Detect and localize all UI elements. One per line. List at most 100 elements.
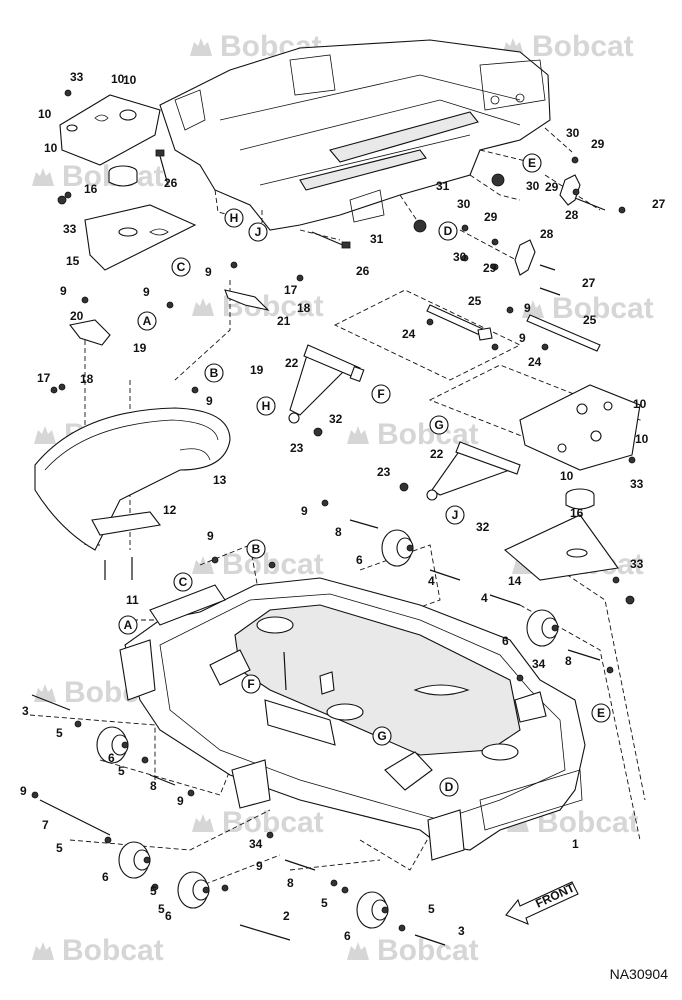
callout-3: 3 bbox=[458, 924, 465, 938]
bobcat-logo-icon bbox=[34, 426, 56, 444]
reference-letter-A: A bbox=[137, 311, 157, 331]
svg-text:D: D bbox=[444, 224, 453, 238]
watermark: Bobcat bbox=[520, 292, 654, 326]
callout-19: 19 bbox=[133, 341, 147, 355]
callout-34: 34 bbox=[532, 657, 546, 671]
svg-text:F: F bbox=[377, 387, 384, 401]
svg-text:B: B bbox=[252, 542, 261, 556]
front-label: FRONT bbox=[533, 880, 577, 910]
svg-text:E: E bbox=[597, 706, 605, 720]
callout-24: 24 bbox=[402, 327, 416, 341]
reference-letter-F: F bbox=[371, 384, 391, 404]
callout-24: 24 bbox=[528, 355, 542, 369]
wheel bbox=[177, 871, 210, 909]
callout-16: 16 bbox=[570, 506, 584, 520]
callout-9: 9 bbox=[207, 529, 214, 543]
callout-5: 5 bbox=[118, 764, 125, 778]
callout-23: 23 bbox=[377, 465, 391, 479]
svg-text:E: E bbox=[528, 156, 536, 170]
callout-30: 30 bbox=[453, 250, 467, 264]
callout-23: 23 bbox=[290, 441, 304, 455]
callout-29: 29 bbox=[591, 137, 605, 151]
svg-text:F: F bbox=[247, 677, 254, 691]
callout-10: 10 bbox=[123, 73, 137, 87]
callout-4: 4 bbox=[481, 591, 488, 605]
hardware-dots bbox=[31, 89, 636, 932]
rear-pivot-arm bbox=[426, 441, 521, 501]
bobcat-logo-icon bbox=[192, 298, 214, 316]
bushing-cap bbox=[108, 165, 138, 187]
callout-25: 25 bbox=[583, 313, 597, 327]
callout-2: 2 bbox=[283, 909, 290, 923]
bolts bbox=[31, 149, 606, 946]
callout-34: 34 bbox=[249, 837, 263, 851]
callout-10: 10 bbox=[560, 469, 574, 483]
svg-text:G: G bbox=[434, 418, 443, 432]
callout-20: 20 bbox=[70, 309, 84, 323]
reference-letter-A: A bbox=[118, 615, 138, 635]
callout-9: 9 bbox=[60, 284, 67, 298]
reference-letter-B: B bbox=[204, 363, 224, 383]
callout-6: 6 bbox=[102, 870, 109, 884]
callout-1: 1 bbox=[572, 837, 579, 851]
wheel bbox=[356, 891, 389, 929]
mower-deck bbox=[119, 577, 586, 861]
callout-9: 9 bbox=[524, 301, 531, 315]
callout-5: 5 bbox=[150, 884, 157, 898]
callout-10: 10 bbox=[635, 432, 649, 446]
reference-letter-B: B bbox=[246, 539, 266, 559]
callout-6: 6 bbox=[502, 634, 509, 648]
callout-22: 22 bbox=[430, 447, 444, 461]
reference-letter-C: C bbox=[171, 257, 191, 277]
reference-letter-E: E bbox=[591, 703, 611, 723]
bobcat-logo-icon bbox=[192, 556, 214, 574]
front-direction-arrow-icon: FRONT bbox=[505, 880, 579, 925]
reference-letter-J: J bbox=[248, 222, 268, 242]
callout-5: 5 bbox=[158, 902, 165, 916]
svg-text:J: J bbox=[452, 508, 459, 522]
callout-9: 9 bbox=[519, 331, 526, 345]
callout-6: 6 bbox=[165, 909, 172, 923]
callout-10: 10 bbox=[38, 107, 52, 121]
callout-18: 18 bbox=[297, 301, 311, 315]
callout-29: 29 bbox=[545, 180, 559, 194]
callout-33: 33 bbox=[630, 477, 644, 491]
callout-5: 5 bbox=[56, 726, 63, 740]
callout-31: 31 bbox=[436, 179, 450, 193]
callout-25: 25 bbox=[468, 294, 482, 308]
bobcat-logo-icon bbox=[347, 426, 369, 444]
callout-9: 9 bbox=[143, 285, 150, 299]
watermark: Bobcat bbox=[30, 160, 164, 194]
callout-19: 19 bbox=[250, 363, 264, 377]
idler-gears bbox=[413, 173, 505, 233]
wheel bbox=[381, 529, 414, 567]
callout-8: 8 bbox=[287, 876, 294, 890]
wheel bbox=[526, 609, 559, 647]
callout-13: 13 bbox=[213, 473, 227, 487]
callout-5: 5 bbox=[428, 902, 435, 916]
top-cover-plate bbox=[59, 94, 161, 166]
svg-text:B: B bbox=[210, 366, 219, 380]
reference-letter-D: D bbox=[439, 777, 459, 797]
reference-letter-H: H bbox=[224, 208, 244, 228]
svg-text:J: J bbox=[255, 225, 262, 239]
wheel bbox=[118, 841, 151, 879]
callout-33: 33 bbox=[63, 222, 77, 236]
reference-letter-E: E bbox=[522, 153, 542, 173]
watermark: Bobcat bbox=[345, 418, 479, 452]
callout-3: 3 bbox=[22, 704, 29, 718]
callout-9: 9 bbox=[301, 504, 308, 518]
svg-text:H: H bbox=[230, 211, 239, 225]
callout-9: 9 bbox=[256, 859, 263, 873]
callout-6: 6 bbox=[344, 929, 351, 943]
callout-18: 18 bbox=[80, 372, 94, 386]
callout-29: 29 bbox=[483, 261, 497, 275]
callout-32: 32 bbox=[476, 520, 490, 534]
bobcat-logo-icon bbox=[32, 168, 54, 186]
callout-9: 9 bbox=[205, 265, 212, 279]
callout-28: 28 bbox=[540, 227, 554, 241]
reference-letter-H: H bbox=[256, 396, 276, 416]
pivot-rods bbox=[426, 304, 601, 352]
